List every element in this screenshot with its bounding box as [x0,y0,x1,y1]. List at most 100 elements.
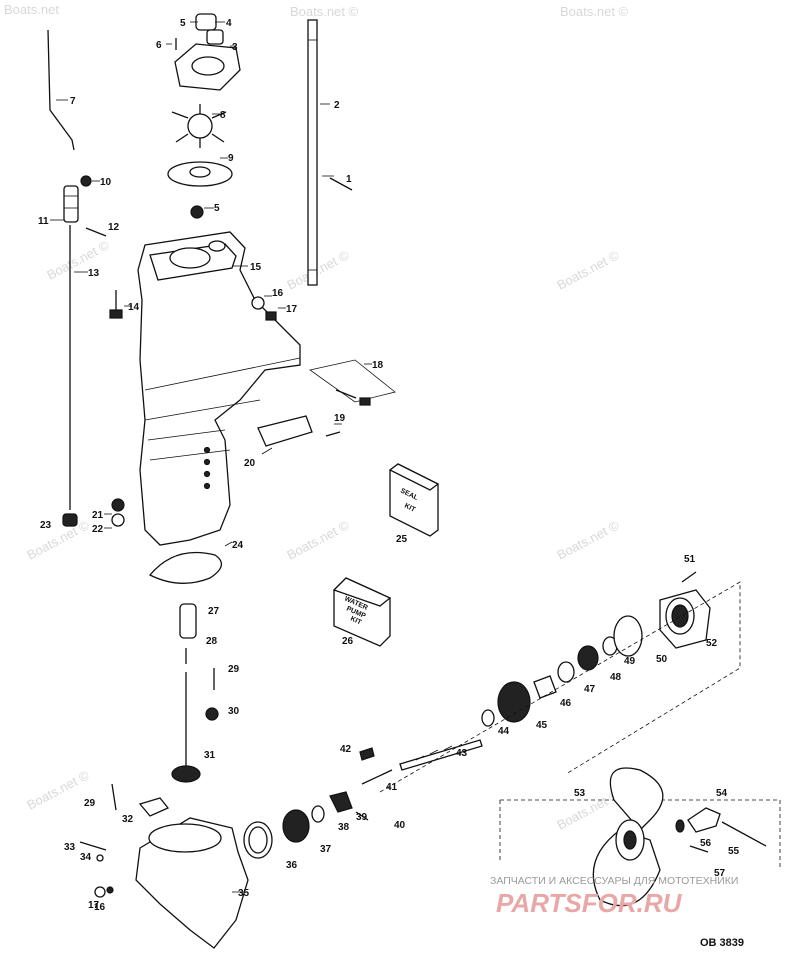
brand-tagline: ЗАПЧАСТИ И АКСЕССУАРЫ ДЛЯ МОТОТЕХНИКИ [490,875,738,887]
callout: 21 [92,510,104,521]
callout: 11 [38,216,49,227]
callout: 47 [584,684,596,695]
callout: 38 [338,822,350,833]
part-washer [111,513,125,527]
callout: 2 [334,100,340,111]
part-bushing [62,513,78,527]
screw-51 [681,571,697,583]
callout: 8 [220,110,226,121]
callout: 5 [214,203,220,214]
callout: 17 [88,900,100,911]
callout: 46 [560,698,572,709]
washer-38 [311,805,325,823]
callout: 51 [684,554,696,565]
clutch-dog [329,791,353,813]
watermark: Boats.net © [284,517,352,562]
callout: 28 [206,636,218,647]
watermark: Boats.net © [554,517,622,562]
callout: 13 [88,268,100,279]
prop-nut [687,807,721,833]
drawing-code: OB 3839 [700,937,744,949]
bearing-ring-inner [248,826,268,854]
id-plate [257,415,342,455]
driveshaft [307,19,353,286]
callout: 30 [228,706,240,717]
water-pump-housing [166,13,241,91]
part-pin [85,227,107,237]
bearing-48 [577,645,599,671]
watermark: Boats.net © [284,247,352,292]
bushing-46 [533,675,557,699]
prop-washer [675,819,685,833]
thrust-washer [481,709,495,727]
propeller-shaft [399,739,483,771]
callout: 16 [272,288,284,299]
callout: 15 [250,262,262,273]
callout: 29 [228,664,240,675]
callout: 19 [334,413,346,424]
pump-plate [167,157,233,187]
callout: 9 [228,153,234,164]
callout: 6 [156,40,162,51]
part-screw [79,841,107,851]
reverse-gear [497,681,531,723]
spring-clip [359,747,375,761]
callout: 14 [128,302,140,313]
callout: 3 [232,42,238,53]
cross-pin [355,811,369,821]
part-nut [106,886,114,894]
watermark: Boats.net © [560,4,629,19]
gasket [148,541,233,584]
callout: 20 [244,458,256,469]
screw [109,290,132,319]
watermark: Boats.net © [290,4,359,19]
callout: 17 [286,304,298,315]
watermark: Boats.net [4,2,59,17]
propeller [592,767,664,907]
callout: 42 [340,744,352,755]
water-pump-kit-label: KIT [349,615,363,626]
callout: 1 [346,174,352,185]
forward-gear [282,809,310,843]
brand-logo: PARTSFOR.RU [496,888,683,918]
impeller [171,104,227,148]
water-pump-kit-box: WATER PUMP KIT [332,577,392,647]
part-pin [111,783,117,811]
callout: 52 [706,638,718,649]
anode-bracket [309,359,396,406]
callout: 25 [396,534,408,545]
callout: 45 [536,720,548,731]
callout: 22 [92,524,104,535]
lower-driveshaft [171,672,201,783]
cotter-pin [721,821,767,847]
seal-kit-label: KIT [403,503,417,515]
rod-coupler [63,185,79,223]
callout: 49 [624,656,636,667]
callout: 39 [356,812,368,823]
callout: 7 [70,96,76,107]
washer-47 [557,661,575,683]
gearcase [135,817,249,949]
callout: 40 [394,820,406,831]
callout: 32 [122,814,134,825]
callout: 54 [716,788,728,799]
part-nut [205,707,219,721]
callout: 41 [386,782,398,793]
driveshaft-housing [137,231,301,546]
o-ring-50 [613,615,643,657]
callout: 53 [574,788,586,799]
part-washer [96,854,104,862]
callout: 10 [100,177,112,188]
shift-rod [47,29,75,151]
shear-pin [689,845,709,853]
part-washer [94,886,106,898]
callout: 27 [208,606,220,617]
driveshaft-bushing [179,603,197,639]
prop-boundary [499,799,781,870]
callout: 26 [342,636,354,647]
watermark: Boats.net © [44,237,112,282]
callout: 35 [238,888,250,899]
part-seal [190,205,204,219]
callout: 4 [226,18,232,29]
